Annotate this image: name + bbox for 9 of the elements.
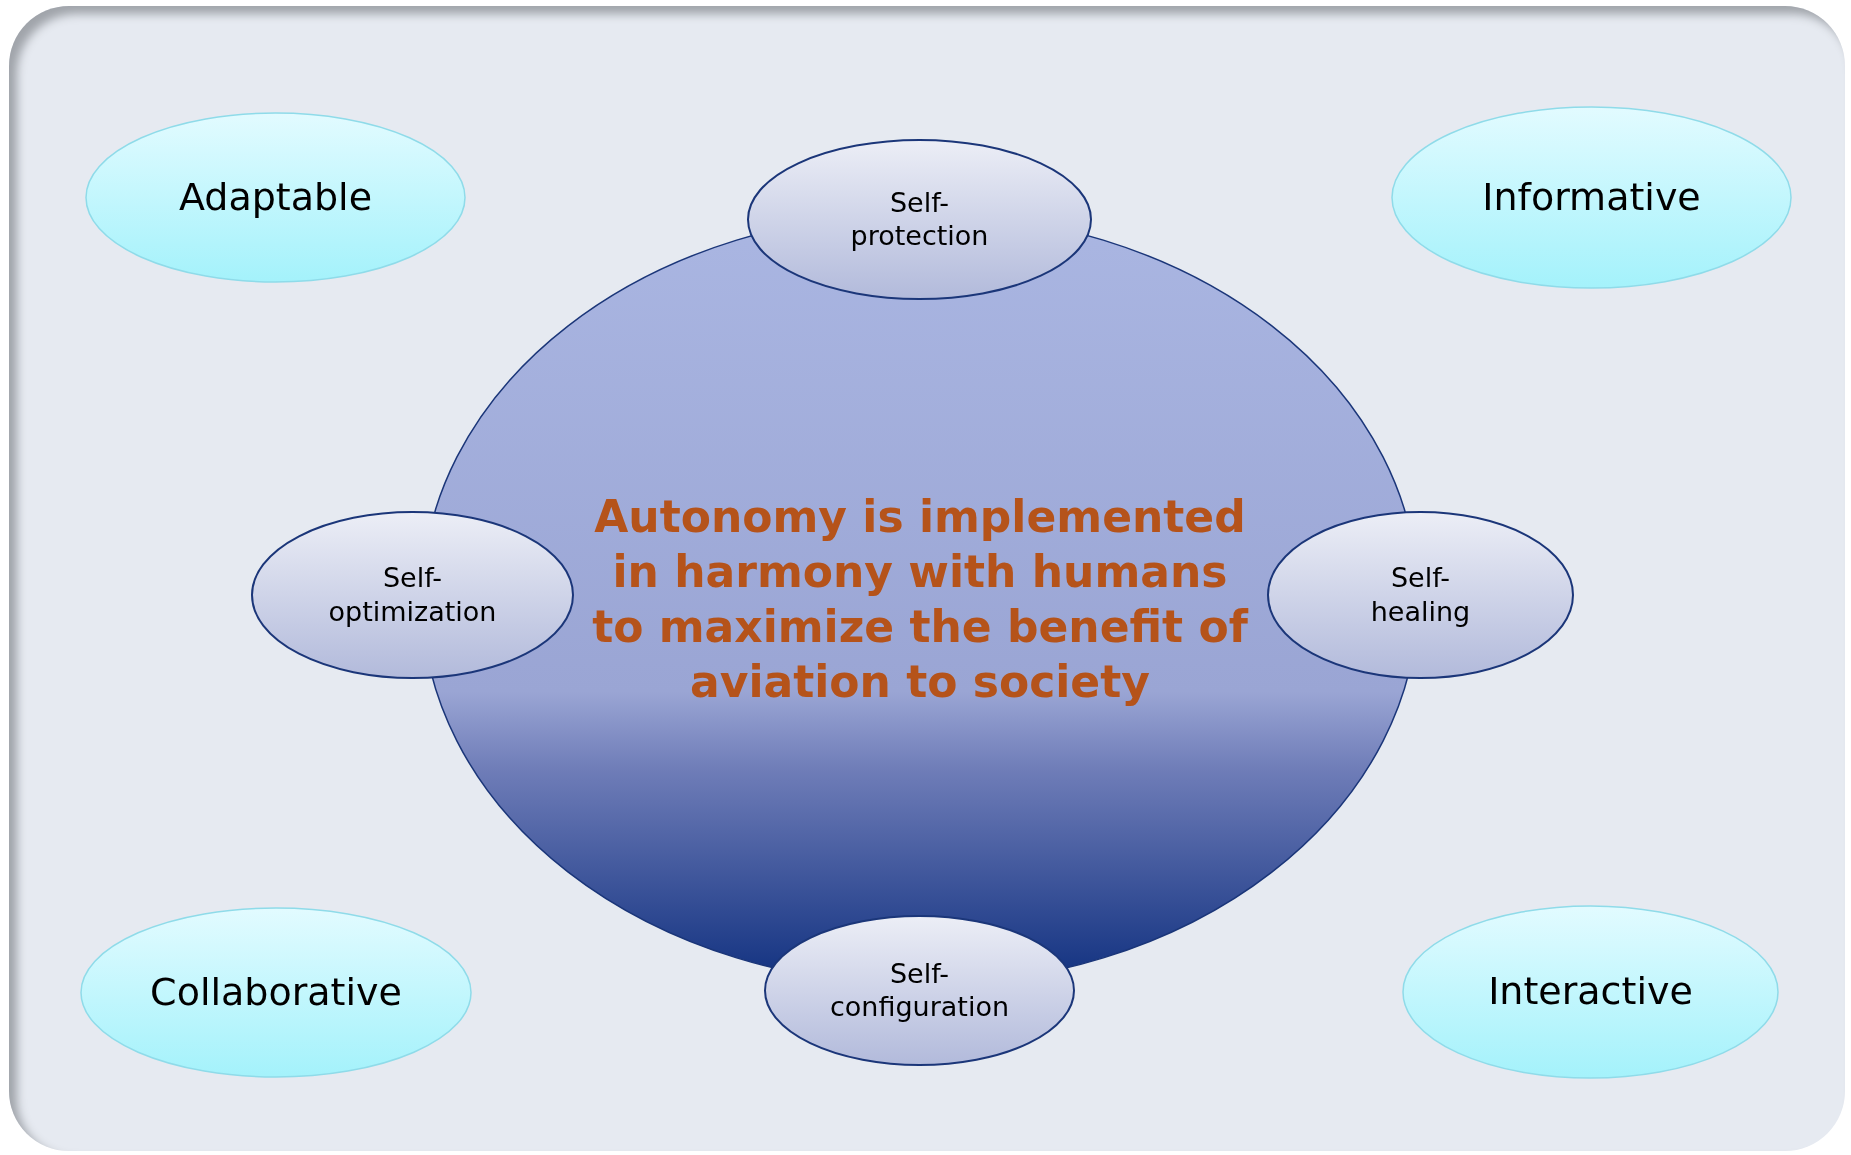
node-label: Self-configuration — [828, 956, 1011, 1025]
node-label: Self-healing — [1369, 561, 1472, 629]
node-label: Adaptable — [177, 173, 374, 221]
node-label: Collaborative — [149, 968, 403, 1016]
node-label: Self-optimization — [327, 561, 498, 629]
node-label: Self-protection — [849, 185, 990, 254]
node-label: Informative — [1481, 173, 1702, 221]
node-label: Interactive — [1487, 968, 1694, 1016]
center-statement: Autonomy is implemented in harmony with humans to maximize the benefit of aviation to society — [591, 490, 1250, 709]
